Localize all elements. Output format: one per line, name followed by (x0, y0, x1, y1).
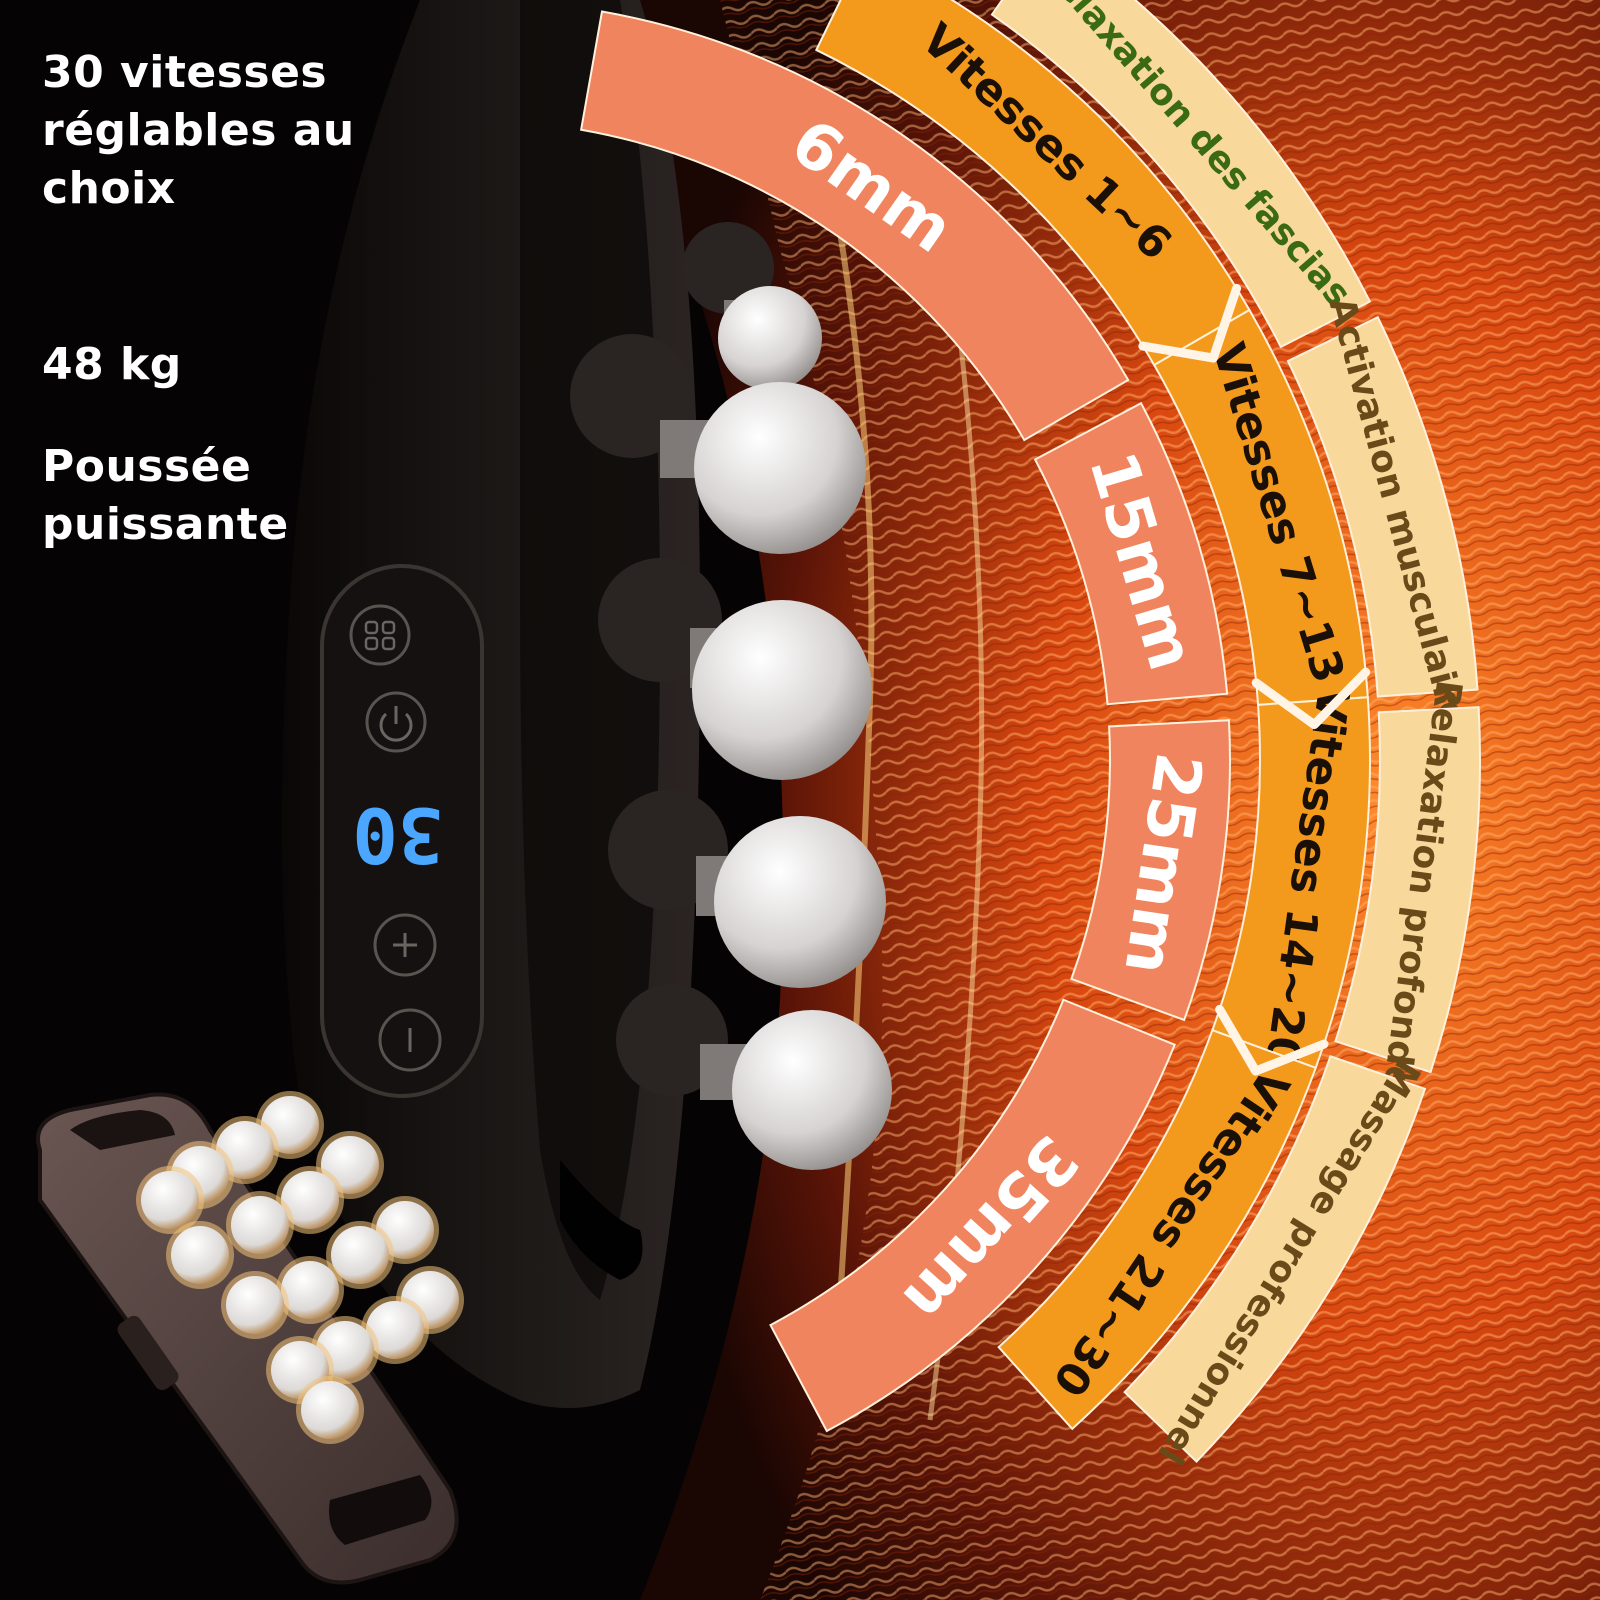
plus-icon[interactable] (373, 913, 437, 977)
depth-segment (769, 998, 1176, 1433)
effect-segment (1123, 1054, 1427, 1464)
feature-weight: 48 kg (42, 339, 182, 390)
depth-segment (1033, 401, 1229, 706)
mini-massage-ball (171, 1226, 229, 1284)
mini-massage-ball (141, 1171, 199, 1229)
mini-massage-ball (281, 1261, 339, 1319)
massage-head (608, 790, 886, 988)
segment-divider-chevron (1251, 667, 1371, 730)
effect-segment (990, 0, 1372, 349)
mini-massager-handle (329, 1475, 432, 1545)
feature-speeds: 30 vitesses réglables au choix (42, 47, 355, 214)
massage-head (598, 558, 872, 780)
depth-segment (1070, 719, 1231, 1022)
mini-massage-ball (331, 1226, 389, 1284)
mini-massager (36, 1091, 464, 1585)
massage-head (682, 222, 822, 390)
mini-massage-ball (226, 1276, 284, 1334)
massage-head (616, 984, 892, 1170)
feature-thrust: Poussée puissante (42, 441, 289, 550)
display-value: 30 (352, 791, 444, 880)
massage-head (570, 334, 866, 554)
mini-massager-handle (70, 1110, 175, 1150)
segment-divider-chevron (1138, 283, 1242, 363)
power-icon[interactable] (365, 691, 427, 753)
segment-divider-chevron (1215, 1004, 1329, 1076)
massage-heads (570, 222, 892, 1170)
mode-icon[interactable] (349, 604, 411, 666)
mini-massage-ball (281, 1171, 339, 1229)
mini-control-panel (117, 1315, 179, 1391)
depth-segment (579, 10, 1130, 442)
product-inset (36, 1091, 464, 1585)
mini-massage-ball (366, 1301, 424, 1359)
control-panel: 30 (320, 564, 484, 1098)
massager-device: 30 (282, 0, 892, 1408)
mini-massage-ball (301, 1381, 359, 1439)
mini-massage-ball (231, 1196, 289, 1254)
effect-segment (1286, 315, 1479, 698)
effect-segment (1334, 706, 1482, 1074)
speed-segment (997, 1028, 1318, 1431)
minus-icon[interactable] (378, 1008, 442, 1072)
